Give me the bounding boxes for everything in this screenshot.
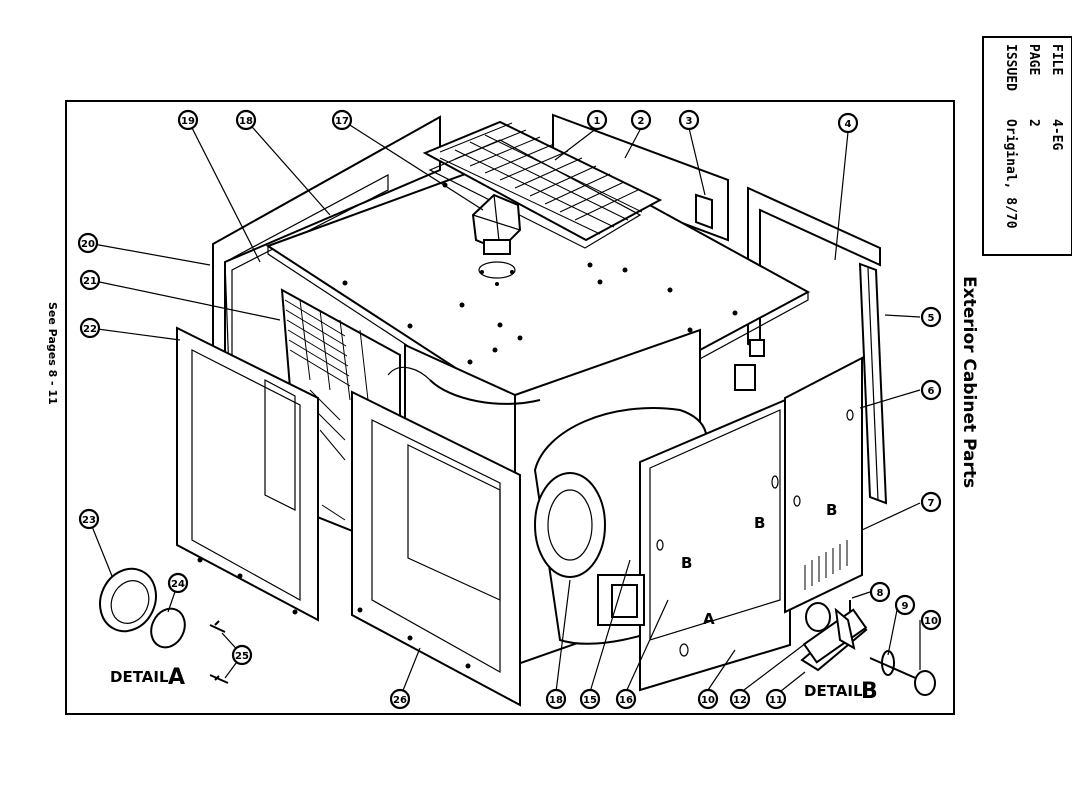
callout-21: 21 <box>79 269 101 291</box>
page-value: 2 <box>1026 119 1041 127</box>
svg-text:1: 1 <box>594 116 601 127</box>
right-side-panel <box>747 186 881 352</box>
diagram-frame <box>65 100 955 715</box>
svg-text:16: 16 <box>619 695 633 706</box>
callout-25: 25 <box>231 644 253 666</box>
detail-b-label: DETAIL <box>804 682 863 700</box>
callout-17: 17 <box>331 109 353 131</box>
page-label: PAGE <box>1026 44 1041 75</box>
svg-text:18: 18 <box>549 695 563 706</box>
ref-b-letter-3: B <box>826 501 837 519</box>
callout-3: 3 <box>678 109 700 131</box>
file-label: FILE <box>1049 44 1064 75</box>
see-pages-note: See Pages 8 - 11 <box>46 302 59 405</box>
callout-4: 4 <box>837 112 859 134</box>
svg-text:3: 3 <box>686 116 693 127</box>
callout-10-detail: 10 <box>920 609 942 631</box>
refrigerant-tube <box>429 379 541 405</box>
callout-23: 23 <box>78 508 100 530</box>
svg-text:5: 5 <box>928 313 935 324</box>
svg-text:18: 18 <box>239 116 253 127</box>
ref-a-letter: A <box>703 610 715 628</box>
callout-1: 1 <box>586 109 608 131</box>
front-frame <box>351 390 521 707</box>
detail-a-label: DETAIL <box>110 668 169 686</box>
detail-b-letter: B <box>861 679 878 704</box>
callout-22: 22 <box>79 317 101 339</box>
vent-cap <box>471 193 522 286</box>
callout-19: 19 <box>177 109 199 131</box>
svg-text:25: 25 <box>235 651 249 662</box>
right-front-panel <box>784 356 863 614</box>
callout-18-top: 18 <box>235 109 257 131</box>
svg-text:11: 11 <box>769 695 783 706</box>
file-value: 4-EG <box>1049 119 1064 150</box>
svg-text:8: 8 <box>877 588 884 599</box>
leader-lines <box>87 119 921 699</box>
callout-15: 15 <box>579 688 601 710</box>
svg-text:9: 9 <box>902 601 909 612</box>
svg-text:12: 12 <box>733 695 747 706</box>
svg-text:6: 6 <box>928 386 935 397</box>
svg-text:21: 21 <box>83 276 97 287</box>
callout-8: 8 <box>869 581 891 603</box>
callout-12: 12 <box>729 688 751 710</box>
svg-text:20: 20 <box>81 239 95 250</box>
svg-text:10: 10 <box>924 616 938 627</box>
callout-5: 5 <box>920 306 942 328</box>
callout-10-front: 10 <box>697 688 719 710</box>
callout-26: 26 <box>389 688 411 710</box>
diagram-title: Exterior Cabinet Parts <box>959 276 979 488</box>
issued-label: ISSUED <box>1003 44 1018 91</box>
callout-2: 2 <box>630 109 652 131</box>
svg-text:15: 15 <box>583 695 597 706</box>
svg-text:7: 7 <box>928 498 935 509</box>
control-box <box>597 339 765 626</box>
callout-6: 6 <box>920 379 942 401</box>
svg-text:19: 19 <box>181 116 195 127</box>
svg-text:17: 17 <box>335 116 349 127</box>
svg-text:4: 4 <box>845 119 852 130</box>
svg-text:24: 24 <box>171 579 185 590</box>
callout-11: 11 <box>765 688 787 710</box>
detail-b-parts <box>800 600 936 696</box>
top-grille <box>422 120 663 249</box>
ref-b-letter-1: B <box>681 554 692 572</box>
svg-text:22: 22 <box>83 324 97 335</box>
callout-20: 20 <box>77 232 99 254</box>
issued-value: Original, 8/70 <box>1003 119 1018 229</box>
detail-a-parts <box>99 567 229 684</box>
detail-a-letter: A <box>168 665 185 690</box>
callout-7: 7 <box>920 491 942 513</box>
svg-text:2: 2 <box>638 116 645 127</box>
callout-9: 9 <box>894 594 916 616</box>
ref-b-letter-2: B <box>754 514 765 532</box>
callout-16: 16 <box>615 688 637 710</box>
title-block: FILE 4-EG PAGE 2 ISSUED Original, 8/70 <box>982 36 1072 256</box>
svg-text:26: 26 <box>393 695 407 706</box>
callout-24: 24 <box>167 572 189 594</box>
svg-text:10: 10 <box>701 695 715 706</box>
svg-text:23: 23 <box>82 515 96 526</box>
callout-18-blower: 18 <box>545 688 567 710</box>
left-front-frame <box>176 326 319 622</box>
rear-bracket <box>695 193 713 230</box>
